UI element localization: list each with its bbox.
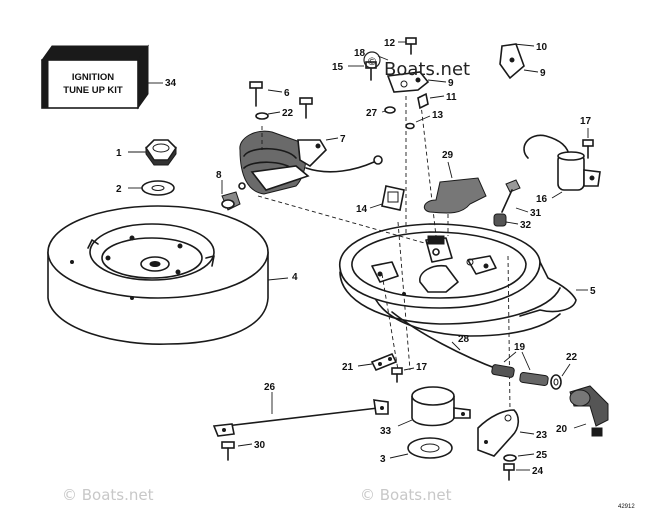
callout-25[interactable]: 25 bbox=[536, 450, 548, 461]
callout-17-upper[interactable]: 17 bbox=[580, 116, 592, 127]
callout-7[interactable]: 7 bbox=[340, 134, 346, 145]
callout-3[interactable]: 3 bbox=[380, 454, 386, 465]
callout-9-left[interactable]: 9 bbox=[448, 78, 454, 89]
flat-washer[interactable] bbox=[141, 180, 175, 196]
callout-8[interactable]: 8 bbox=[216, 170, 222, 181]
hex-nut[interactable] bbox=[144, 139, 178, 166]
condenser-16[interactable] bbox=[523, 134, 601, 191]
washer-27[interactable] bbox=[384, 106, 396, 114]
spring-32[interactable] bbox=[493, 213, 507, 227]
screw-24[interactable] bbox=[503, 463, 515, 481]
washer-3[interactable] bbox=[407, 437, 453, 459]
callout-28[interactable]: 28 bbox=[458, 334, 470, 345]
throttle-rod-26[interactable] bbox=[212, 399, 389, 437]
breaker-point-9[interactable] bbox=[386, 71, 430, 93]
callout-13[interactable]: 13 bbox=[432, 110, 444, 121]
callout-17-lower[interactable]: 17 bbox=[416, 362, 428, 373]
callout-34[interactable]: 34 bbox=[165, 78, 177, 89]
callout-6[interactable]: 6 bbox=[284, 88, 290, 99]
callout-12[interactable]: 12 bbox=[384, 38, 396, 49]
washer-25[interactable] bbox=[503, 454, 517, 462]
screw-6[interactable] bbox=[249, 81, 313, 119]
watermark-main: © Boats.net bbox=[363, 51, 470, 80]
lock-washer-22[interactable] bbox=[255, 112, 269, 120]
spark-plug-boot-20[interactable] bbox=[569, 385, 609, 437]
spring-clip-11[interactable] bbox=[417, 92, 429, 110]
callout-18[interactable]: 18 bbox=[354, 48, 366, 59]
watermark-bottom-left: © Boats.net bbox=[62, 486, 154, 504]
callout-23[interactable]: 23 bbox=[536, 430, 548, 441]
callout-24[interactable]: 24 bbox=[532, 466, 544, 477]
catalog-number: 42912 bbox=[618, 504, 635, 510]
ignition-kit-box[interactable]: IGNITION TUNE UP KIT 34 bbox=[41, 44, 177, 110]
callout-4[interactable]: 4 bbox=[292, 272, 298, 283]
felt-wick-29[interactable] bbox=[423, 177, 487, 214]
callout-14[interactable]: 14 bbox=[356, 204, 368, 215]
callout-2[interactable]: 2 bbox=[116, 184, 122, 195]
callout-10[interactable]: 10 bbox=[536, 42, 548, 53]
sleeve-19[interactable] bbox=[491, 364, 549, 387]
ignition-coil[interactable] bbox=[238, 130, 383, 195]
callout-22-upper[interactable]: 22 bbox=[282, 108, 294, 119]
callout-5[interactable]: 5 bbox=[590, 286, 596, 297]
screw-17-upper[interactable] bbox=[582, 139, 594, 159]
kit-label-line2: TUNE UP KIT bbox=[63, 85, 123, 96]
callout-9-right[interactable]: 9 bbox=[540, 68, 546, 79]
callout-15[interactable]: 15 bbox=[332, 62, 344, 73]
screw-31[interactable] bbox=[501, 179, 521, 213]
callout-27[interactable]: 27 bbox=[366, 108, 378, 119]
bracket-23[interactable] bbox=[477, 409, 520, 457]
screw-30[interactable] bbox=[221, 441, 235, 461]
callout-32[interactable]: 32 bbox=[520, 220, 532, 231]
insulator-plate-14[interactable] bbox=[381, 185, 405, 211]
kit-label-line1: IGNITION bbox=[72, 72, 114, 83]
callout-33[interactable]: 33 bbox=[380, 426, 392, 437]
condenser-bracket-9[interactable] bbox=[499, 43, 525, 80]
copyright-symbol: © bbox=[367, 55, 378, 68]
callout-22-lower[interactable]: 22 bbox=[566, 352, 578, 363]
callout-29[interactable]: 29 bbox=[442, 150, 454, 161]
callout-11[interactable]: 11 bbox=[446, 92, 457, 103]
callout-16[interactable]: 16 bbox=[536, 194, 548, 205]
callout-30[interactable]: 30 bbox=[254, 440, 266, 451]
callout-21[interactable]: 21 bbox=[342, 362, 354, 373]
washer-13[interactable] bbox=[405, 122, 415, 130]
link-21[interactable] bbox=[370, 352, 398, 372]
breaker-screw-12[interactable] bbox=[405, 37, 417, 55]
callout-20[interactable]: 20 bbox=[556, 424, 568, 435]
grommet-22[interactable] bbox=[550, 374, 562, 390]
callout-31[interactable]: 31 bbox=[530, 208, 542, 219]
flywheel[interactable] bbox=[47, 205, 269, 345]
callout-19[interactable]: 19 bbox=[514, 342, 526, 353]
watermark-main-text: Boats.net bbox=[384, 59, 470, 80]
callout-26[interactable]: 26 bbox=[264, 382, 276, 393]
retainer-clamp-33[interactable] bbox=[411, 386, 471, 427]
spark-plug-boot[interactable] bbox=[221, 191, 241, 211]
watermark-bottom-right: © Boats.net bbox=[360, 486, 452, 504]
callout-1[interactable]: 1 bbox=[116, 148, 122, 159]
stator-plate[interactable] bbox=[339, 223, 577, 337]
high-tension-wire-28[interactable] bbox=[391, 311, 501, 371]
screw-17-lower[interactable] bbox=[391, 367, 403, 383]
